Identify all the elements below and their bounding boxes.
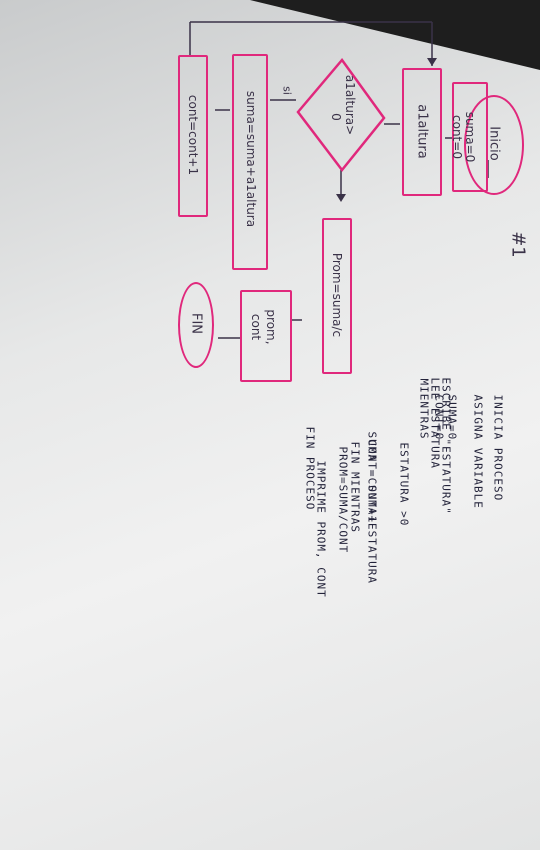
pseudo-line-2: ASIGNA VARIABLE xyxy=(471,394,485,509)
start-oval xyxy=(464,95,524,195)
init-line-1: suma=0 xyxy=(463,111,477,163)
average-box xyxy=(322,218,352,374)
pseudo-line-8: ESTATURA >0 xyxy=(397,442,411,527)
decision-line-2: 0 xyxy=(329,113,343,121)
page-number: #1 xyxy=(507,231,529,258)
end-oval xyxy=(178,282,214,368)
pseudo-line-11: FIN MIENTRAS xyxy=(348,441,362,533)
pseudo-line-12: PROM=SUMA/CONT xyxy=(336,446,350,554)
input-label: a1altura xyxy=(414,104,430,159)
count-box xyxy=(178,55,208,217)
yes-label: si xyxy=(280,86,294,95)
start-label: Inicio xyxy=(486,126,502,161)
background-table xyxy=(250,0,540,70)
init-box xyxy=(452,82,488,192)
end-label: FIN xyxy=(188,312,204,335)
pseudo-line-1: INICIA PROCESO xyxy=(491,394,505,502)
average-label: Prom=suma/c xyxy=(330,252,344,338)
output-line-2: cont xyxy=(249,313,263,341)
init-line-2: cont=0 xyxy=(450,115,464,159)
pseudo-line-14: FIN PROCESO xyxy=(303,426,317,511)
decision-diamond xyxy=(296,57,386,173)
output-line-1: prom, xyxy=(264,309,278,345)
decision-line-1: a1altura> xyxy=(343,74,357,136)
output-box xyxy=(240,290,292,382)
sum-label: suma=suma+a1altura xyxy=(244,90,258,228)
pseudo-line-7: MIENTRAS xyxy=(417,378,431,440)
count-label: cont=cont+1 xyxy=(186,94,200,176)
sum-box xyxy=(232,54,268,270)
input-box xyxy=(402,68,442,196)
pseudo-line-10: CONT=CONT+1 xyxy=(365,439,379,524)
